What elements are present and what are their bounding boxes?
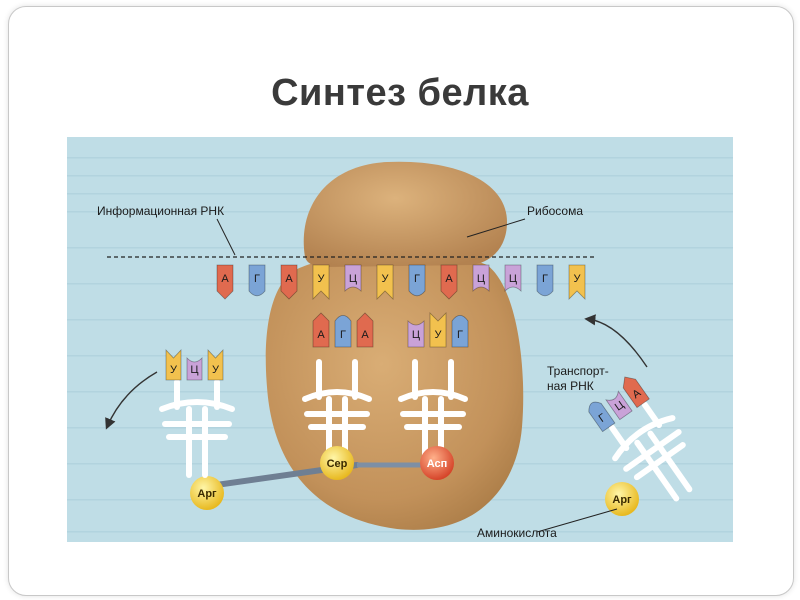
amino-acid-arg-left-label: Арг <box>197 488 217 500</box>
ribosome-anticodon-left-0-label: А <box>317 329 325 341</box>
mrna-nucleotide-9: Ц <box>505 265 521 291</box>
mrna-nucleotide-6: Г <box>409 265 425 296</box>
amino-acid-ser-label: Сер <box>327 458 348 470</box>
mrna-nucleotide-11-label: У <box>574 273 582 285</box>
slide-title: Синтез белка <box>0 72 800 115</box>
mrna-nucleotide-0: А <box>217 265 233 299</box>
mrna-nucleotide-2: А <box>281 265 297 299</box>
mrna-nucleotide-0-label: А <box>221 273 229 285</box>
left-trna-nucleotide-0-label: У <box>170 364 178 376</box>
mrna-nucleotide-7: А <box>441 265 457 299</box>
ribosome-label: Рибосома <box>527 204 583 218</box>
ribosome-anticodon-left-1: Г <box>335 315 351 347</box>
trna-label-line1: Транспорт- <box>547 364 609 378</box>
mrna-nucleotide-5-label: У <box>382 273 390 285</box>
mrna-nucleotide-2-label: А <box>285 273 293 285</box>
mrna-nucleotide-1-label: Г <box>254 273 260 285</box>
trna-label-line2: ная РНК <box>547 379 594 393</box>
ribosome-anticodon-left-2-label: А <box>361 329 369 341</box>
ribosome-anticodon-right-2: Г <box>452 315 468 347</box>
mrna-nucleotide-4-label: Ц <box>349 273 357 285</box>
amino-acid-arg-left: Арг <box>190 476 224 510</box>
ribosome-anticodon-right-1-label: У <box>435 329 443 341</box>
mrna-nucleotide-7-label: А <box>445 273 453 285</box>
amino-acid-asp-label: Асп <box>427 458 448 470</box>
amino-acid-label: Аминокислота <box>477 526 557 540</box>
left-trna-nucleotide-2-label: У <box>212 364 220 376</box>
amino-acid-asp: Асп <box>420 446 454 480</box>
mrna-nucleotide-9-label: Ц <box>509 273 517 285</box>
ribosome-anticodon-left-2: А <box>357 313 373 347</box>
mrna-nucleotide-3-label: У <box>318 273 326 285</box>
mrna-nucleotide-10: Г <box>537 265 553 296</box>
ribosome-anticodon-right-2-label: Г <box>457 329 463 341</box>
amino-acid-ser: Сер <box>320 446 354 480</box>
amino-acid-arg-right-label: Арг <box>612 494 632 506</box>
ribosome-anticodon-left-0: А <box>313 313 329 347</box>
ribosome-anticodon-right-0-label: Ц <box>412 329 420 341</box>
mrna-nucleotide-4: Ц <box>345 265 361 291</box>
mrna-nucleotide-8: Ц <box>473 265 489 291</box>
mrna-nucleotide-6-label: Г <box>414 273 420 285</box>
mrna-nucleotide-10-label: Г <box>542 273 548 285</box>
mrna-nucleotide-8-label: Ц <box>477 273 485 285</box>
mrna-label: Информационная РНК <box>97 204 224 218</box>
left-trna-nucleotide-1-label: Ц <box>190 364 198 376</box>
mrna-nucleotide-1: Г <box>249 265 265 296</box>
ribosome-anticodon-left-1-label: Г <box>340 329 346 341</box>
ribosome-anticodon-right-0: Ц <box>408 321 424 347</box>
